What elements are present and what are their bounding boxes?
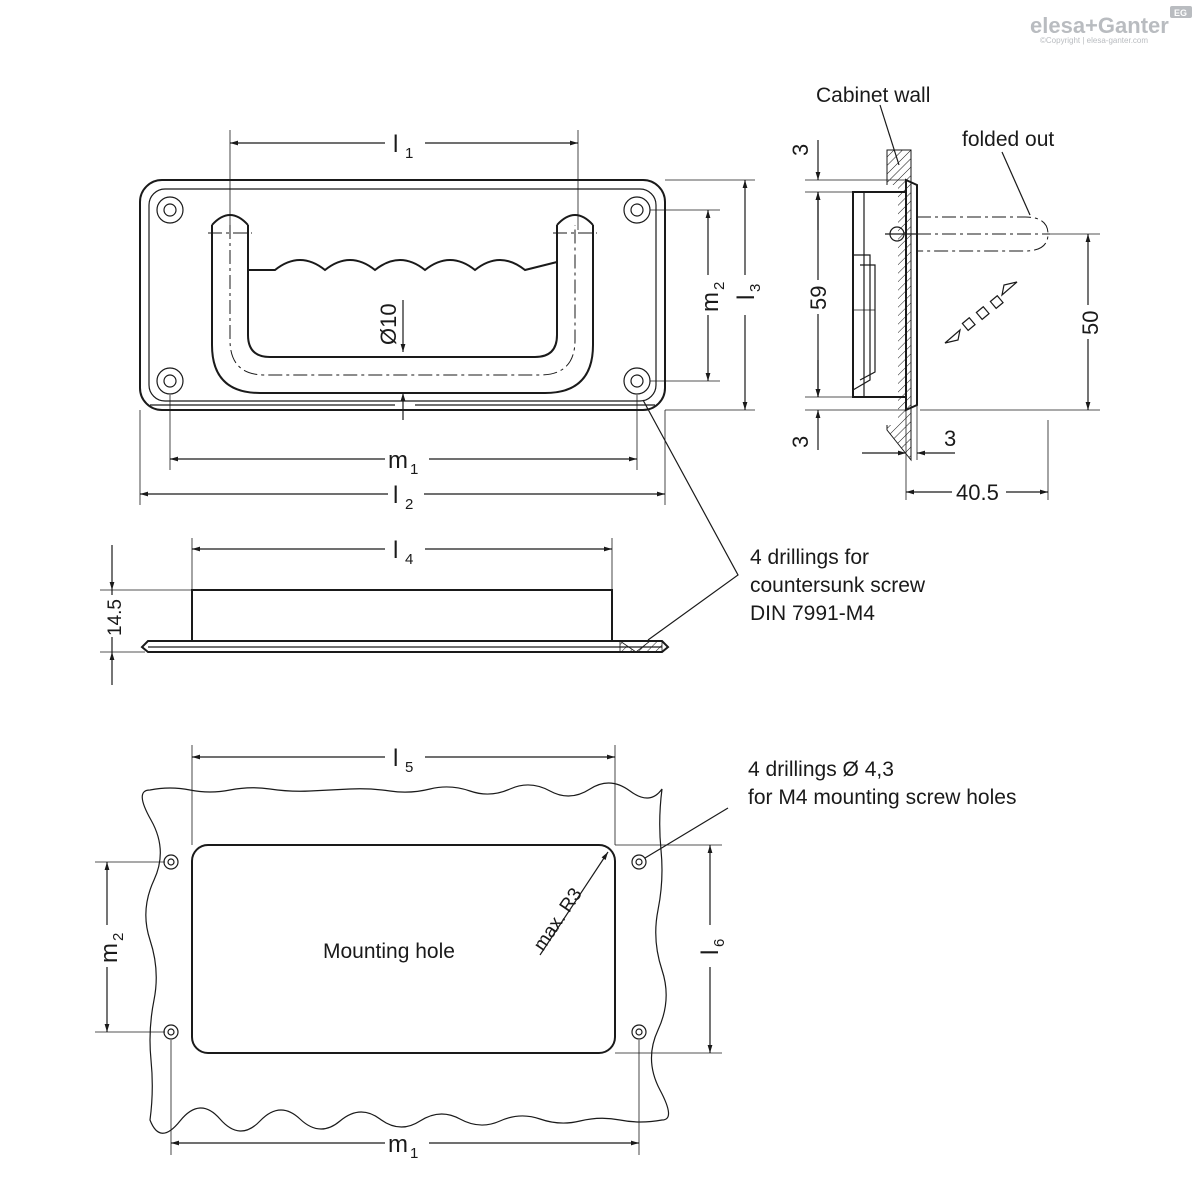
- dim-l1-sub: 1: [405, 145, 413, 162]
- dim-m1-top-symbol: m: [388, 447, 408, 474]
- dim-3-bottom: 3: [788, 436, 813, 448]
- label-mounting-hole: Mounting hole: [323, 940, 455, 963]
- label-drill-csk-1: 4 drillings for: [750, 546, 869, 569]
- label-folded-out: folded out: [962, 128, 1054, 151]
- copyright-text: ©Copyright | elesa-ganter.com: [1040, 36, 1148, 45]
- dim-3-horizontal: 3: [944, 426, 956, 451]
- dim-l2-sub: 2: [405, 496, 413, 513]
- dim-l5-sub: 5: [405, 759, 413, 776]
- label-drill-csk-3: DIN 7991-M4: [750, 602, 875, 625]
- dim-m2-bottom-sub: 2: [110, 933, 127, 941]
- mounting-hole-outline: [191, 844, 616, 1054]
- logo-badge: [1170, 6, 1192, 18]
- dim-59: 59: [806, 286, 831, 310]
- handle-centerline: [229, 225, 576, 376]
- mounting-cutout-dimensions: l 5 m 2 l 6 m 1: [93, 742, 728, 1162]
- leader-m4-holes: [644, 807, 729, 859]
- dim-50: 50: [1078, 311, 1103, 335]
- brand-logo: elesa+Ganter EG ©Copyright | elesa-gante…: [1030, 6, 1192, 45]
- screw-holes-front: [156, 196, 651, 395]
- dim-m1-bottom-symbol: m: [388, 1131, 408, 1158]
- dim-m2-top-sub: 2: [711, 282, 728, 290]
- dim-m2-top-symbol: m: [697, 292, 724, 312]
- side-view: Cabinet wall folded out: [816, 84, 1054, 462]
- dim-l4-symbol: l: [393, 537, 398, 564]
- dim-l4-sub: 4: [405, 551, 413, 568]
- leader-countersunk: [642, 399, 739, 641]
- dim-l6-symbol: l: [697, 950, 724, 955]
- front-view-dimensions: l 1 m 1 l 2 m 2 l 3: [139, 128, 764, 513]
- rotation-arrow: [944, 281, 1018, 344]
- handle-end-right: [556, 214, 594, 226]
- dim-3-top: 3: [788, 144, 813, 156]
- profile-body: [191, 589, 613, 642]
- logo-text: elesa+Ganter: [1030, 13, 1169, 38]
- front-plate-inner: [148, 188, 657, 402]
- leader-cabinet-wall: [879, 104, 900, 166]
- label-cabinet-wall: Cabinet wall: [816, 84, 930, 107]
- grip-contour: [248, 259, 558, 272]
- label-max-r3: max. R3: [530, 884, 587, 954]
- dim-l3-sub: 3: [747, 284, 764, 292]
- dim-l2-symbol: l: [393, 482, 398, 509]
- dim-d10: Ø10: [376, 303, 401, 345]
- label-drill-csk-2: countersunk screw: [750, 574, 926, 597]
- label-drill-m4-1: 4 drillings Ø 4,3: [748, 758, 894, 781]
- dim-m1-bottom-sub: 1: [410, 1145, 418, 1162]
- dim-m2-bottom-symbol: m: [96, 943, 123, 963]
- side-body: [852, 191, 907, 398]
- profile-view-dimensions: l 4 14.5: [100, 534, 613, 685]
- leader-folded-out: [1001, 151, 1031, 216]
- label-drill-m4-2: for M4 mounting screw holes: [748, 786, 1016, 809]
- front-view: Ø10: [139, 179, 666, 420]
- side-view-dimensions: 3 59 3 50 3 40.5: [788, 140, 1103, 505]
- dim-l6-sub: 6: [711, 939, 728, 947]
- cabinet-wall-section: [141, 782, 670, 1134]
- dim-14-5: 14.5: [105, 599, 126, 636]
- mounting-cutout-view: Mounting hole max. R3 4 drillings Ø 4,3 …: [141, 758, 1016, 1134]
- dim-l5-symbol: l: [393, 745, 398, 772]
- dim-40-5: 40.5: [956, 480, 999, 505]
- handle-inner: [247, 225, 558, 358]
- profile-view: 4 drillings for countersunk screw DIN 79…: [140, 399, 926, 653]
- logo-badge-text: EG: [1174, 8, 1187, 18]
- dim-l1-symbol: l: [393, 131, 398, 158]
- leader-max-r3: [539, 851, 609, 956]
- dim-m1-top-sub: 1: [410, 461, 418, 478]
- dim-l3-symbol: l: [733, 295, 760, 300]
- countersink-section: [619, 640, 663, 653]
